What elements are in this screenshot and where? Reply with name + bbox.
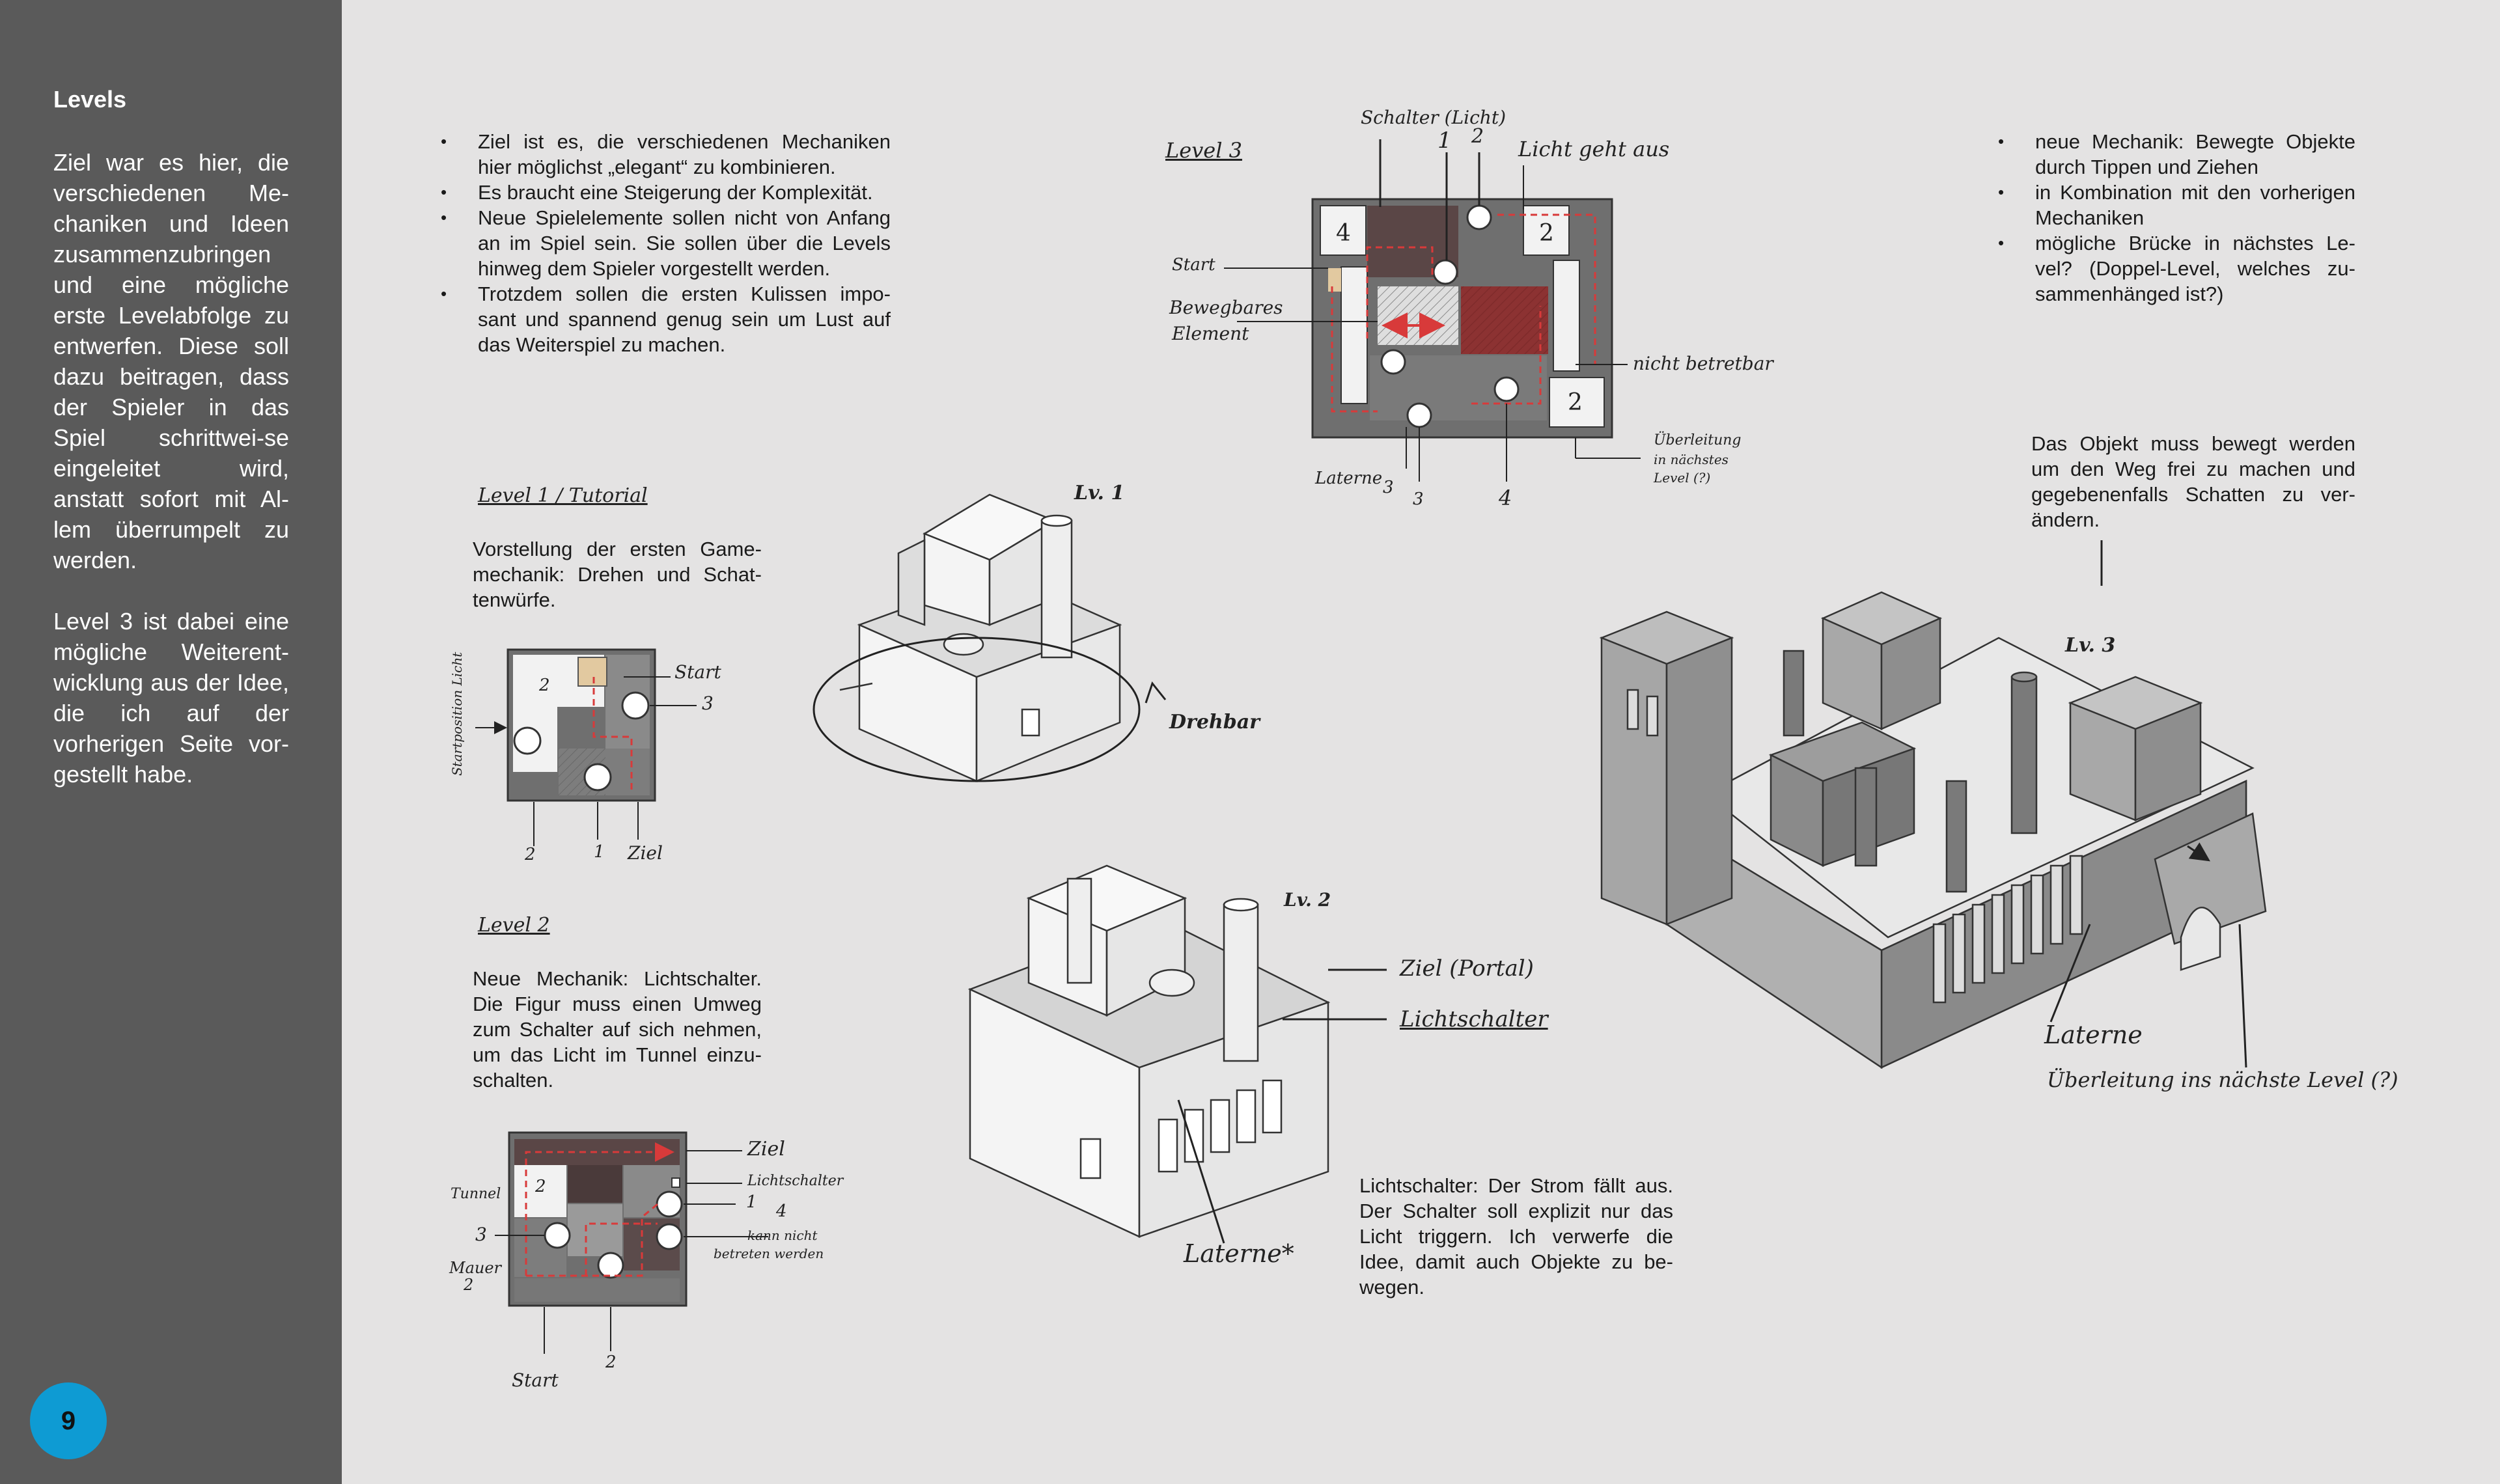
lv2-map-tile-2: 2 (535, 1177, 546, 1196)
lv2-map-2: 2 (605, 1353, 617, 1372)
lv3-map-3b: 3 (1413, 489, 1424, 509)
level1-iso (812, 493, 1167, 782)
level3-map (1224, 139, 1641, 482)
lv1-map-tile-2: 2 (539, 676, 550, 695)
lv2-map-wall-n: 2 (464, 1276, 474, 1294)
note-item: neue Mechanik: Bewegte Objekte durch Tip… (1998, 129, 2355, 180)
lv2-map-blocked2: betreten werden (714, 1246, 824, 1261)
level3-iso (1599, 540, 2267, 1069)
lv2-map-4: 4 (776, 1202, 787, 1221)
lv3-map-2: 2 (1471, 125, 1484, 148)
lv2-map-1: 1 (746, 1192, 757, 1212)
lv1-map-2: 2 (525, 845, 536, 864)
lv3-callout-lantern: Laterne (2044, 1021, 2143, 1049)
lv2-callout-switch: Lichtschalter (1400, 1006, 1548, 1032)
sidebar-title: Levels (53, 86, 127, 113)
level2-description: Neue Mechanik: Lichtschalter. Die Figur … (473, 967, 762, 1092)
note-item: in Kombination mit den vorherigen Mechan… (1998, 180, 2355, 230)
level3-notes-list: neue Mechanik: Bewegte Objekte durch Tip… (1998, 129, 2355, 307)
level1-map (475, 648, 697, 846)
lv2-callout-lantern: Laterne* (1184, 1239, 1294, 1268)
goals-list: Ziel ist es, die verschiedenen Mechanike… (441, 129, 891, 357)
lv2-callout-goal: Ziel (Portal) (1400, 955, 1534, 982)
lv2-map-tunnel: Tunnel (451, 1186, 501, 1202)
goal-item: Ziel ist es, die verschiedenen Mechanike… (441, 129, 891, 180)
lv3-map-movable2: Element (1172, 323, 1249, 344)
level1-heading: Level 1 / Tutorial (478, 484, 648, 507)
lv3-map-4: 4 (1499, 486, 1512, 510)
lv1-map-light: Startposition Licht (449, 652, 465, 776)
lantern-note: Lichtschalter: Der Strom fällt aus. Der … (1359, 1174, 1673, 1298)
level2-heading: Level 2 (478, 914, 550, 937)
lv2-map-3: 3 (475, 1224, 487, 1245)
sidebar-text: Ziel war es hier, die verschiedenen Me-c… (53, 149, 289, 788)
level3-heading: Level 3 (1165, 138, 1242, 163)
lv3-map-tile-4: 4 (1336, 220, 1351, 247)
lv2-map-start: Start (512, 1369, 559, 1391)
note-item: mögliche Brücke in nächstes Le-vel? (Dop… (1998, 230, 2355, 307)
lv2-iso-label: Lv. 2 (1284, 889, 1331, 911)
lv1-map-1: 1 (594, 842, 605, 862)
lv3-map-tile-2b: 2 (1568, 389, 1583, 416)
lv3-map-3a: 3 (1383, 478, 1394, 497)
lv3-map-1: 1 (1438, 128, 1452, 154)
level2-iso (967, 864, 1387, 1244)
level2-map (495, 1131, 768, 1354)
lv3-map-tile-2a: 2 (1539, 220, 1554, 247)
lv3-map-light-off: Licht geht aus (1518, 137, 1670, 161)
lv3-map-transition: Überleitung (1654, 432, 1742, 448)
lv3-map-movable: Bewegbares (1169, 297, 1283, 318)
lv3-map-switch: Schalter (Licht) (1361, 107, 1507, 128)
lv2-map-switch: Lichtschalter (747, 1173, 844, 1189)
lv1-iso-label: Lv. 1 (1074, 482, 1125, 504)
goal-item: Neue Spielelemente sollen nicht von Anfa… (441, 205, 891, 281)
goal-item: Es braucht eine Steigerung der Komplexit… (441, 180, 891, 205)
lv2-map-blocked: kann nicht (747, 1228, 818, 1243)
lv3-map-lantern: Laterne (1315, 469, 1383, 488)
move-note: Das Objekt muss bewegt werden um den Weg… (2031, 432, 2355, 531)
lv2-map-goal: Ziel (747, 1138, 785, 1161)
goal-item: Trotzdem sollen die ersten Kulissen impo… (441, 281, 891, 357)
lv3-map-transition2: in nächstes (1654, 452, 1729, 467)
lv1-map-start: Start (674, 661, 721, 683)
lv3-iso-label: Lv. 3 (2065, 634, 2116, 657)
lv3-map-no-walk: nicht betretbar (1633, 353, 1773, 374)
sidebar: Levels Ziel war es hier, die verschieden… (0, 0, 342, 1484)
lv3-map-start: Start (1172, 255, 1215, 275)
lv3-map-transition3: Level (?) (1654, 470, 1711, 486)
page-number-badge: 9 (30, 1382, 107, 1459)
level1-description: Vorstellung der ersten Game-mechanik: Dr… (473, 538, 762, 611)
lv3-callout-transition: Überleitung ins nächste Level (?) (2047, 1067, 2398, 1092)
lv1-map-goal: Ziel (628, 842, 663, 864)
lv2-map-wall: Mauer (449, 1259, 502, 1277)
lv1-rotate-label: Drehbar (1169, 711, 1260, 734)
lv1-map-3: 3 (702, 693, 714, 714)
